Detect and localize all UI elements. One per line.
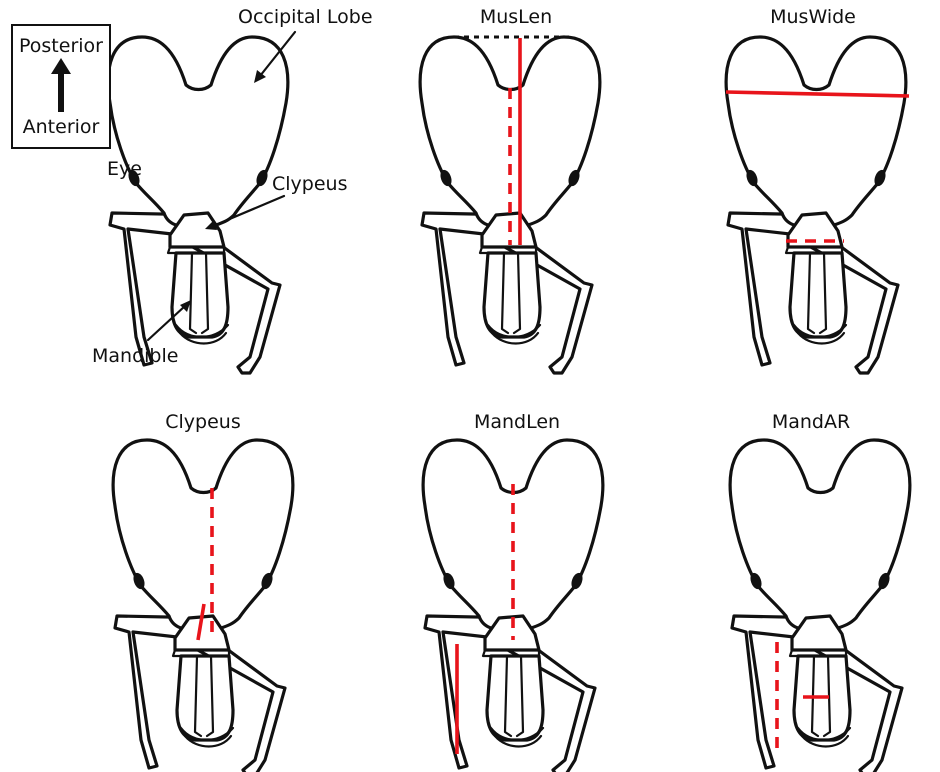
posterior-label: Posterior xyxy=(19,35,103,57)
anterior-label: Anterior xyxy=(23,116,100,138)
panel-reference: Posterior Anterior Occipital Lobe Eye Cl… xyxy=(12,6,373,373)
mandible-label: Mandible xyxy=(92,345,178,367)
panel-title-clypeus: Clypeus xyxy=(165,411,240,433)
panel-muslen: MusLen xyxy=(420,6,600,373)
panel-clypeus: Clypeus xyxy=(113,411,293,772)
panel-muswide: MusWide xyxy=(726,6,909,373)
panel-title-mandar: MandAR xyxy=(772,411,850,433)
panel-mandar: MandAR xyxy=(730,411,910,772)
occipital-lobe-label: Occipital Lobe xyxy=(238,6,373,28)
eye-label: Eye xyxy=(107,158,142,180)
panel-mandlen: MandLen xyxy=(423,411,603,772)
clypeus-label: Clypeus xyxy=(272,173,347,195)
panel-title-muslen: MusLen xyxy=(480,6,552,28)
panel-title-muswide: MusWide xyxy=(770,6,856,28)
panel-title-mandlen: MandLen xyxy=(474,411,560,433)
